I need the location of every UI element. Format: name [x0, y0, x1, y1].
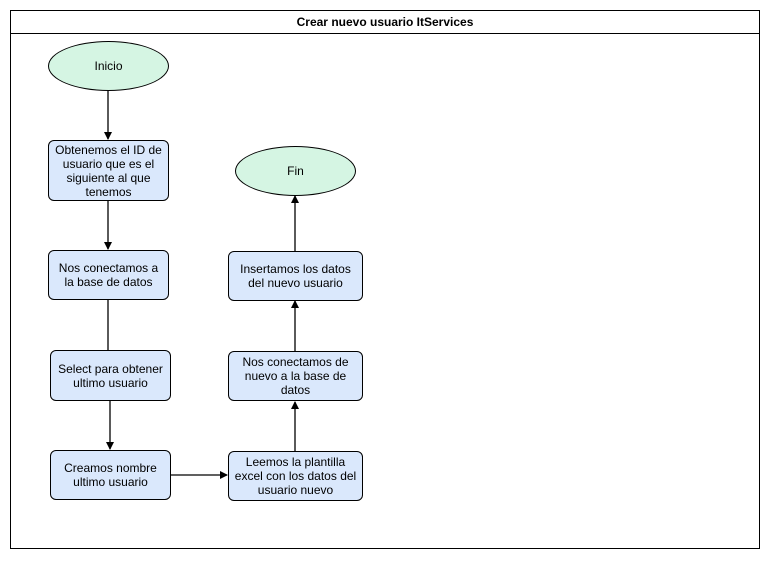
node-fin: Fin	[235, 146, 356, 196]
node-obtener-id: Obtenemos el ID de usuario que es el sig…	[48, 140, 169, 201]
node-insertar-datos: Insertamos los datos del nuevo usuario	[228, 251, 363, 301]
diagram-title: Crear nuevo usuario ItServices	[11, 11, 759, 34]
node-inicio: Inicio	[48, 41, 169, 91]
node-crear-nombre: Creamos nombre ultimo usuario	[50, 450, 171, 500]
node-leer-excel: Leemos la plantilla excel con los datos …	[228, 451, 363, 501]
node-select-ultimo: Select para obtener ultimo usuario	[50, 350, 171, 401]
node-reconectar-bd: Nos conectamos de nuevo a la base de dat…	[228, 351, 363, 401]
diagram-frame: Crear nuevo usuario ItServices	[10, 10, 760, 549]
node-conectar-bd: Nos conectamos a la base de datos	[48, 250, 169, 300]
